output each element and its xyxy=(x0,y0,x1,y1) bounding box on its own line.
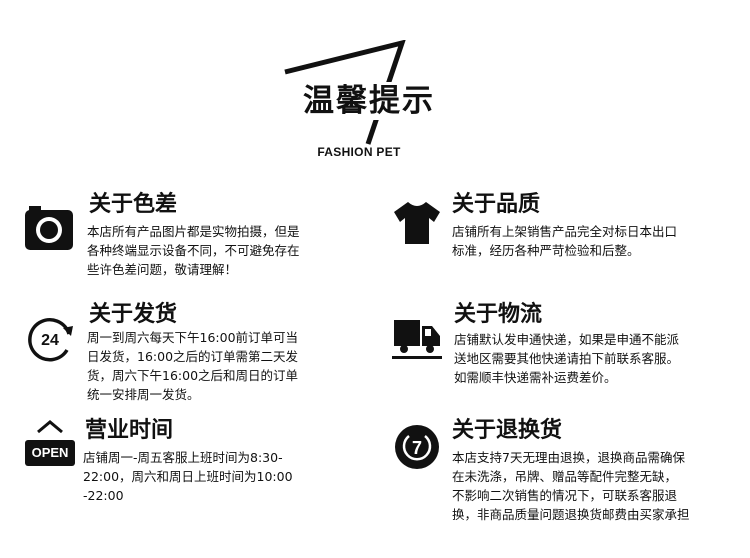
shipping-heading: 关于发货 xyxy=(89,302,178,327)
shipping-text: 周一到周六每天下午16:00前订单可当 日发货，16:00之后的订单需第二天发 … xyxy=(87,330,299,402)
color-difference-heading: 关于色差 xyxy=(89,192,178,217)
hanger-hook-icon xyxy=(37,420,63,434)
camera-icon xyxy=(25,206,73,250)
logistics-heading: 关于物流 xyxy=(454,302,543,327)
business-hours-heading: 营业时间 xyxy=(85,418,174,443)
page-title: 温馨提示 xyxy=(294,82,444,120)
color-difference-text: 本店所有产品图片都是实物拍摄，但是 各种终端显示设备不同，不可避免存在 些许色差… xyxy=(87,224,300,277)
svg-text:24: 24 xyxy=(41,332,59,349)
quality-text: 店铺所有上架销售产品完全对标日本出口 标准，经历各种严苛检验和后整。 xyxy=(452,224,678,258)
section-returns: 7 关于退换货 本店支持7天无理由退换，退换商品需确保 在未洗涤，吊牌、赠品等配… xyxy=(392,418,732,528)
24-hour-icon: 24 xyxy=(28,317,73,362)
section-logistics: 关于物流 店铺默认发申通快递，如果是申通不能派 送地区需要其他快递请拍下前联系客… xyxy=(392,302,732,392)
truck-icon xyxy=(392,320,442,359)
svg-text:7: 7 xyxy=(412,438,422,458)
seven-day-return-icon: 7 xyxy=(395,425,439,469)
logistics-text: 店铺默认发申通快递，如果是申通不能派 送地区需要其他快递请拍下前联系客服。 如需… xyxy=(454,332,680,385)
section-business-hours: OPEN 营业时间 店铺周一-周五客服上班时间为8:30- 22:00，周六和周… xyxy=(25,418,345,508)
quality-heading: 关于品质 xyxy=(452,192,541,217)
tshirt-icon xyxy=(394,202,440,244)
section-shipping: 24 关于发货 周一到周六每天下午16:00前订单可当 日发货，16:00之后的… xyxy=(25,302,345,402)
returns-heading: 关于退换货 xyxy=(452,418,563,443)
brand-subtitle: FASHION PET xyxy=(317,145,401,159)
section-color-difference: 关于色差 本店所有产品图片都是实物拍摄，但是 各种终端显示设备不同，不可避免存在… xyxy=(25,192,345,282)
open-sign-icon: OPEN xyxy=(25,440,75,466)
section-quality: 关于品质 店铺所有上架销售产品完全对标日本出口 标准，经历各种严苛检验和后整。 xyxy=(392,192,732,272)
business-hours-text: 店铺周一-周五客服上班时间为8:30- 22:00，周六和周日上班时间为10:0… xyxy=(83,450,293,503)
returns-text: 本店支持7天无理由退换，退换商品需确保 在未洗涤，吊牌、赠品等配件完整无缺， 不… xyxy=(452,450,690,522)
